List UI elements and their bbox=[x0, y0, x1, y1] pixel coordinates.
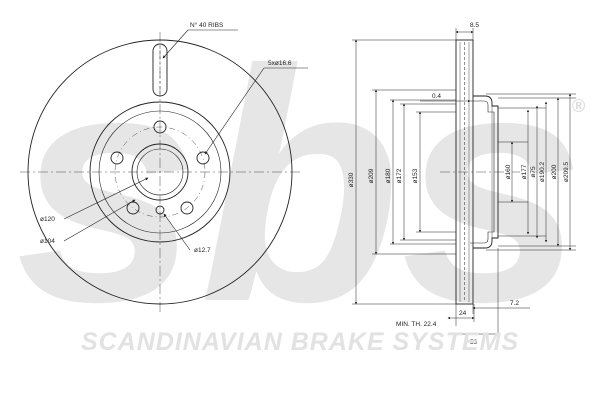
width-24-label: 24 bbox=[459, 310, 467, 317]
ribs-leader-arrow bbox=[162, 29, 189, 59]
dia-12-7-label: ø12.7 bbox=[194, 247, 211, 254]
width-7-2-label: 7.2 bbox=[510, 300, 519, 307]
front-view bbox=[20, 32, 300, 312]
watermark-logo-text: sbs bbox=[16, 1, 585, 370]
registered-mark: ® bbox=[572, 96, 585, 116]
dia-172-label: ø172 bbox=[396, 168, 403, 183]
offset-0-4-label: 0.4 bbox=[432, 93, 441, 100]
dia-12-7-leader bbox=[163, 213, 191, 251]
dia-153-label: ø153 bbox=[412, 168, 419, 183]
bolt-hole bbox=[153, 120, 167, 134]
side-view-dimensions bbox=[352, 28, 576, 340]
bolt-hole bbox=[196, 151, 210, 165]
hat-outer-edge bbox=[89, 101, 231, 243]
ribs-note-label: N° 40 RIBS bbox=[190, 21, 224, 29]
dia-104-label: ø104 bbox=[40, 238, 55, 245]
hole-spec-label: 5xø16.6 bbox=[268, 60, 292, 67]
dia-209-label: ø209 bbox=[368, 168, 375, 183]
sbs-watermark-logo: sbs ® bbox=[16, 1, 586, 370]
dia-330-label: ø330 bbox=[348, 172, 355, 187]
dia-190-2-label: ø190.2 bbox=[539, 162, 546, 183]
dia-120-leader bbox=[63, 177, 149, 220]
dia-104-leader bbox=[63, 199, 136, 242]
dia-75-label: ø75 bbox=[530, 166, 537, 178]
dia-200-label: ø200 bbox=[551, 164, 558, 179]
dia-180-label: ø180 bbox=[385, 168, 392, 183]
width-8-5-label: 8.5 bbox=[470, 22, 479, 29]
dia-160-label: ø160 bbox=[505, 164, 512, 179]
height-59-label: 59 bbox=[470, 339, 478, 346]
rib-slot bbox=[152, 43, 168, 97]
small-hole bbox=[155, 205, 165, 215]
side-view bbox=[440, 39, 520, 305]
dia-177-label: ø177 bbox=[521, 164, 528, 179]
watermark-caption: SCANDINAVIAN BRAKE SYSTEMS bbox=[80, 328, 520, 356]
bolt-hole bbox=[180, 201, 194, 215]
bolt-hole bbox=[110, 151, 124, 165]
min-thickness-label: MIN. TH. 22.4 bbox=[396, 321, 437, 328]
hole-spec-leader-arrow bbox=[204, 67, 265, 155]
front-view-annotations bbox=[63, 29, 308, 251]
dia-120-label: ø120 bbox=[40, 216, 55, 223]
dia-209-5-label: ø209.5 bbox=[563, 162, 570, 183]
